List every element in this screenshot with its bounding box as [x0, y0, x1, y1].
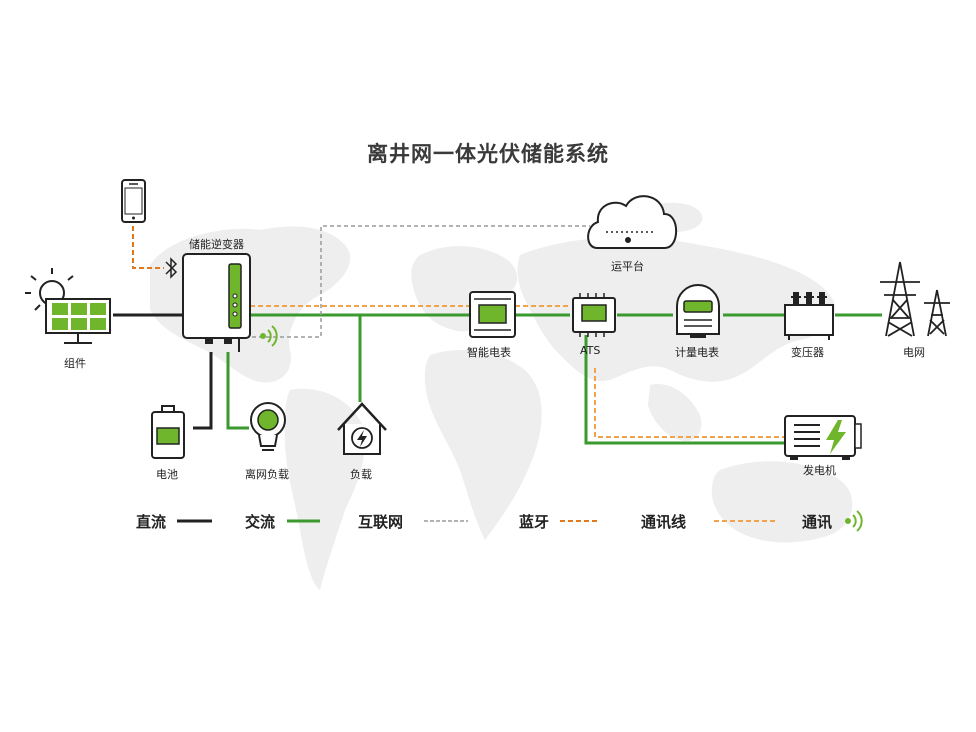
label-cloud: 运平台 [611, 260, 644, 273]
bluetooth-icon [165, 257, 178, 279]
smartphone-icon [121, 179, 146, 223]
label-generator: 发电机 [803, 464, 836, 477]
connection-lines [113, 225, 882, 445]
legend-sample-wireless [845, 510, 863, 532]
solar-panel-icon [25, 268, 111, 344]
legend-ac: 交流 [245, 513, 276, 531]
cloud-icon [587, 195, 678, 249]
label-grid: 电网 [903, 346, 925, 359]
metering-meter-icon [676, 284, 720, 338]
ats-icon [572, 293, 616, 337]
dc-line-battery-inverter [193, 352, 213, 430]
label-meter: 计量电表 [675, 346, 719, 359]
label-battery: 电池 [156, 468, 178, 481]
label-offgrid-load: 离网负载 [245, 468, 289, 481]
comm-line-ats-generator [594, 368, 785, 438]
label-inverter: 储能逆变器 [189, 238, 244, 251]
label-solar: 组件 [64, 357, 86, 370]
power-tower-icon [880, 261, 950, 337]
ac-line-ats-generator [584, 335, 785, 445]
inverter-icon [182, 253, 251, 352]
bluetooth-line-phone-inverter [132, 226, 164, 269]
label-load: 负载 [350, 468, 372, 481]
label-transformer: 变压器 [791, 346, 824, 359]
battery-icon [151, 405, 185, 459]
diagram-title: 离井网一体光伏储能系统 [367, 142, 609, 166]
transformer-icon [784, 292, 834, 340]
bulb-icon [250, 402, 286, 451]
label-smart-meter: 智能电表 [467, 346, 511, 359]
house-icon [337, 402, 387, 455]
internet-line-inverter-cloud [245, 225, 590, 338]
label-ats: ATS [580, 344, 601, 357]
generator-icon [784, 415, 862, 460]
ac-line-inverter-offgrid-load [226, 352, 249, 430]
smart-meter-icon [469, 291, 516, 338]
legend-samples [177, 510, 863, 532]
legend-comm-line: 通讯线 [641, 513, 687, 531]
legend-internet: 互联网 [358, 513, 404, 531]
legend-dc: 直流 [136, 513, 167, 531]
legend-bluetooth: 蓝牙 [519, 513, 550, 531]
legend-wireless: 通讯 [802, 513, 833, 531]
wireless-signal-icon [260, 325, 278, 347]
